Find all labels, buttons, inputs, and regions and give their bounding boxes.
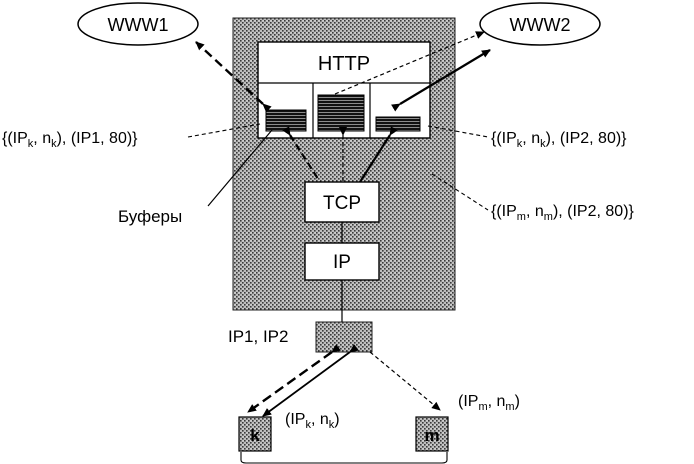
- socket-label-right-mid: {(IPm, nm), (IP2, 80)}: [491, 203, 635, 223]
- arrow-tcp-buf3: [359, 126, 398, 183]
- client-k-box: [238, 416, 272, 452]
- client-m-address: (IPm, nm): [458, 393, 520, 413]
- arrow-client-k-solid: [262, 344, 359, 417]
- http-label: HTTP: [318, 53, 370, 75]
- arrow-tcp-buf1: [282, 126, 321, 183]
- www2-label: WWW2: [510, 15, 571, 35]
- buffers-label: Буферы: [118, 207, 182, 226]
- buffer-1: [265, 109, 307, 132]
- client-k-address: (IPk, nk): [285, 411, 340, 431]
- buffer-2: [317, 94, 365, 132]
- client-k-label: k: [250, 426, 260, 445]
- tcp-label: TCP: [323, 193, 361, 214]
- network-interface: [315, 321, 373, 353]
- www1-ellipse: [77, 2, 199, 46]
- arrow-www2-solid: [391, 49, 491, 112]
- www1-label: WWW1: [108, 15, 169, 35]
- arrow-www1: [195, 41, 272, 113]
- www2-ellipse: [479, 2, 601, 46]
- buffer-3: [375, 116, 421, 132]
- clients-brace: [240, 452, 448, 464]
- client-m-box: [415, 416, 449, 452]
- ip-label: IP: [333, 252, 351, 273]
- arrow-client-m: [369, 351, 441, 411]
- tcp-box: [304, 181, 380, 223]
- socket-label-left: {(IPk, nk), (IP1, 80)}: [2, 130, 138, 150]
- interface-label: IP1, IP2: [228, 327, 288, 346]
- arrow-client-k-dashed: [247, 344, 341, 413]
- client-m-label: m: [424, 426, 439, 445]
- socket-label-right-top: {(IPk, nk), (IP2, 80)}: [491, 130, 627, 150]
